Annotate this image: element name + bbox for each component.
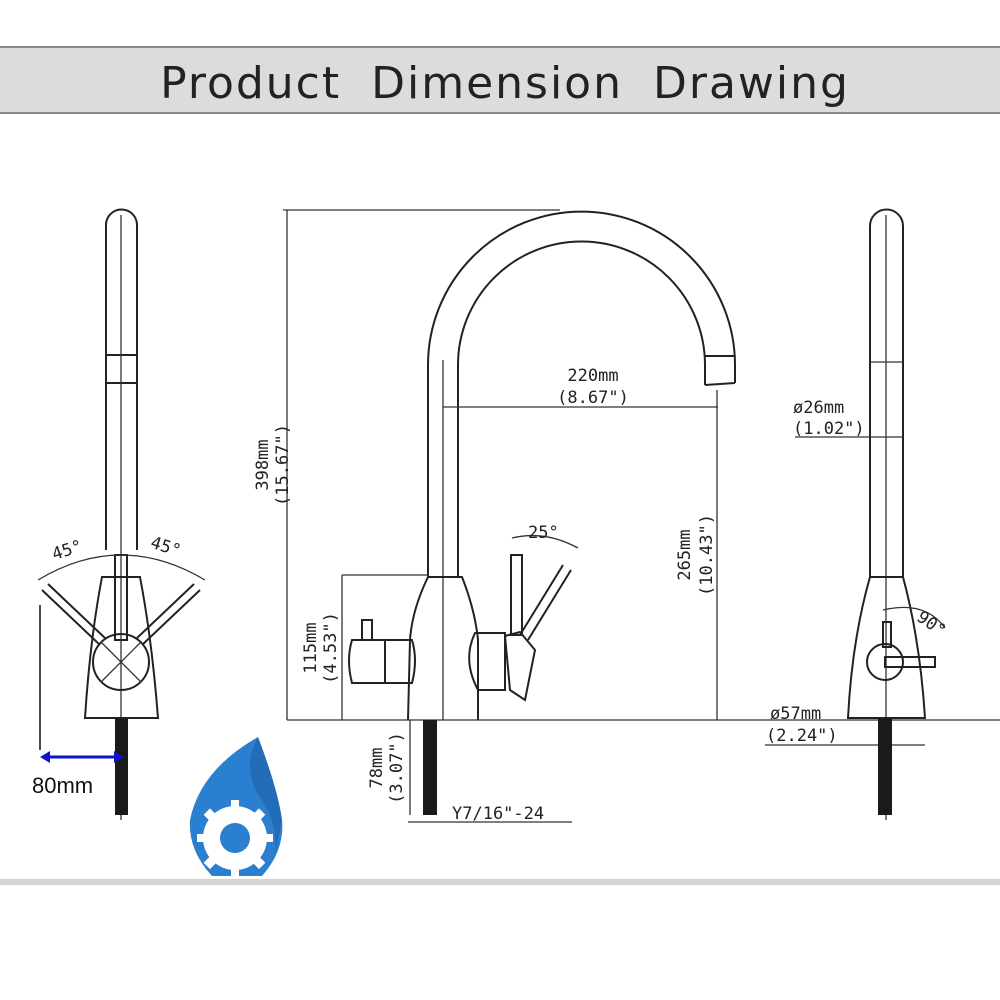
page-title: Product Dimension Drawing bbox=[160, 58, 850, 109]
tube-dia-mm-label: ø26mm bbox=[793, 398, 844, 418]
shank-mm-label: 78mm bbox=[367, 748, 387, 789]
handle-angle-label: 25° bbox=[528, 523, 559, 543]
base-dia-in-label: (2.24") bbox=[766, 726, 838, 746]
body-height-in-label: (4.53") bbox=[321, 612, 341, 684]
body-height-mm-label: 115mm bbox=[301, 622, 321, 673]
base-dia-mm-label: ø57mm bbox=[770, 704, 821, 724]
shank bbox=[115, 718, 128, 815]
reach-mm-label: 220mm bbox=[567, 366, 618, 386]
shank bbox=[878, 718, 892, 815]
water-drop-gear-logo bbox=[189, 737, 283, 876]
front-view: 45° 45° 80mm bbox=[32, 208, 206, 820]
bottom-divider bbox=[0, 879, 1000, 885]
offset-label: 80mm bbox=[32, 773, 93, 798]
angle-right-label: 45° bbox=[148, 533, 183, 562]
height-mm-label: 398mm bbox=[253, 439, 273, 490]
height-in-label: (15.67") bbox=[273, 424, 293, 506]
rear-handle-angle-label: 90° bbox=[913, 607, 950, 641]
reach-in-label: (8.67") bbox=[557, 388, 629, 408]
tube-dia-in-label: (1.02") bbox=[793, 419, 865, 439]
spout-height-in-label: (10.43") bbox=[697, 514, 717, 596]
spout-height-mm-label: 265mm bbox=[675, 529, 695, 580]
title-banner: Product Dimension Drawing bbox=[0, 46, 1000, 114]
rear-view: ø26mm (1.02") 90° ø57mm (2.24") bbox=[765, 208, 950, 820]
thread-label: Y7/16"-24 bbox=[452, 804, 544, 824]
side-view: 398mm (15.67") 220mm (8.67") 265mm (10.4… bbox=[253, 209, 1000, 824]
shank bbox=[423, 720, 437, 815]
shank-in-label: (3.07") bbox=[387, 732, 407, 804]
